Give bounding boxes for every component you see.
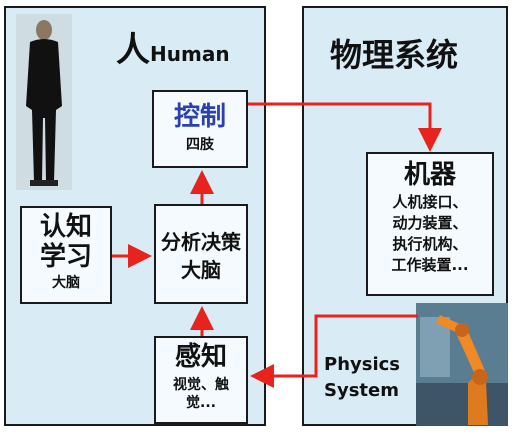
machine-title: 机器 bbox=[403, 160, 456, 190]
machine-item-2: 动力装置、 bbox=[392, 214, 468, 232]
physics-label-line2: System bbox=[324, 380, 399, 401]
industrial-robot-icon bbox=[416, 303, 508, 426]
cognition-sub: 大脑 bbox=[52, 275, 80, 291]
person-photo-icon bbox=[16, 14, 72, 190]
machine-item-1: 人机接口、 bbox=[392, 193, 468, 211]
perception-title: 感知 bbox=[174, 342, 227, 372]
control-title: 控制 bbox=[173, 102, 226, 132]
perception-sub1: 视觉、触 bbox=[173, 377, 229, 393]
control-box: 控制 四肢 bbox=[152, 90, 248, 168]
perception-sub2: 觉... bbox=[186, 395, 216, 411]
cognition-line1: 认知 bbox=[39, 212, 92, 242]
cognition-box: 认知 学习 大脑 bbox=[20, 206, 112, 304]
human-title: 人Human bbox=[116, 22, 230, 71]
control-sub: 四肢 bbox=[186, 137, 214, 153]
arrow-control-to-machine bbox=[248, 102, 442, 152]
perception-box: 感知 视觉、触 觉... bbox=[154, 336, 248, 424]
cognition-line2: 学习 bbox=[39, 242, 92, 272]
human-title-cn: 人 bbox=[116, 30, 150, 70]
physics-label-line1: Physics bbox=[324, 354, 401, 375]
arrow-physics-to-perception bbox=[250, 314, 418, 388]
physics-system-label: Physics System bbox=[324, 352, 400, 404]
human-title-en: Human bbox=[150, 42, 230, 66]
analysis-title: 分析决策 bbox=[161, 230, 241, 254]
analysis-box: 分析决策 大脑 bbox=[154, 204, 248, 304]
machine-item-3: 执行机构、 bbox=[392, 235, 468, 253]
machine-box: 机器 人机接口、 动力装置、 执行机构、 工作装置... bbox=[366, 152, 494, 296]
machine-item-4: 工作装置... bbox=[391, 256, 469, 274]
physics-title: 物理系统 bbox=[330, 36, 459, 74]
analysis-sub: 大脑 bbox=[181, 258, 221, 282]
